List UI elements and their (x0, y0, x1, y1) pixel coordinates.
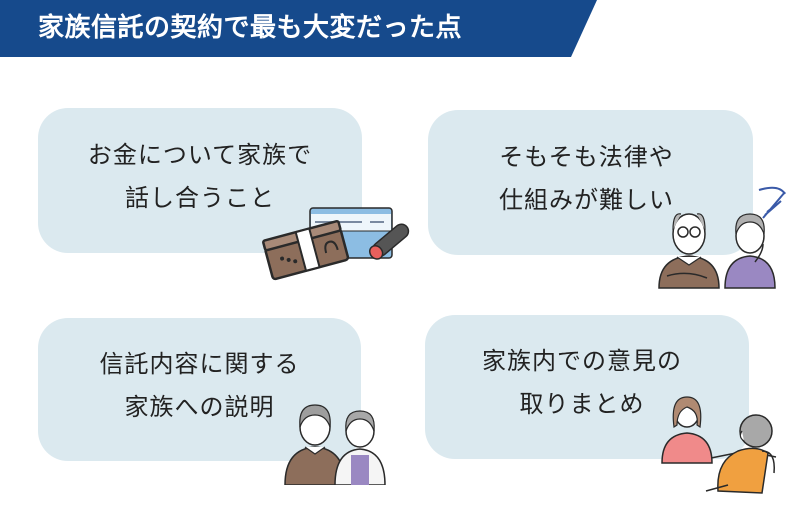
card-line: お金について家族で (87, 140, 313, 169)
card-text: お金について家族で 話し合うこと (88, 134, 312, 220)
card-line: 仕組みが難しい (499, 185, 674, 214)
card-line: 家族への説明 (124, 392, 275, 421)
family-discussion-icon (661, 396, 777, 494)
confused-elderly-couple-icon (658, 186, 786, 289)
card-line: 家族内での意見の (482, 347, 682, 375)
card-line: 信託内容に関する (99, 349, 300, 378)
card-money-discussion: お金について家族で 話し合うこと (38, 108, 362, 253)
page-title: 家族信託の契約で最も大変だった点 (38, 13, 463, 43)
elderly-couple-icon (284, 404, 386, 485)
card-line: そもそも法律や (499, 142, 674, 171)
card-text: そもそも法律や 仕組みが難しい (499, 136, 674, 222)
card-line: 取りまとめ (519, 390, 645, 418)
card-explain-to-family: 信託内容に関する 家族への説明 (38, 318, 361, 461)
card-text: 信託内容に関する 家族への説明 (100, 343, 300, 429)
header-banner: 家族信託の契約で最も大変だった点 (0, 0, 597, 57)
money-bundle-and-bankbook-icon (262, 207, 410, 281)
card-text: 家族内での意見の 取りまとめ (482, 340, 682, 426)
card-line: 話し合うこと (125, 183, 275, 212)
